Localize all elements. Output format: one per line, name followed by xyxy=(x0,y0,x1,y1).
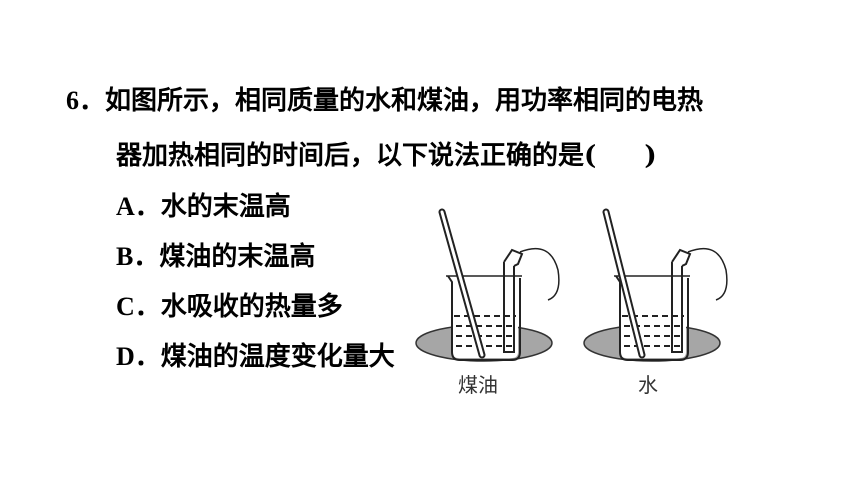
electric-heater xyxy=(503,247,560,353)
water-label: 水 xyxy=(638,373,658,397)
option-text: 水的末温高 xyxy=(160,192,291,222)
water-setup: 水 xyxy=(583,208,728,397)
electric-heater xyxy=(671,247,728,353)
liquid-dashes xyxy=(454,315,516,347)
option-text: 煤油的温度变化量大 xyxy=(160,342,395,372)
option-a[interactable]: A．水的末温高 xyxy=(116,192,291,222)
heating-experiment-figure: 煤油 水 xyxy=(415,208,728,397)
question-number-separator: ． xyxy=(79,86,106,116)
option-letter: A xyxy=(116,192,135,221)
option-separator: ． xyxy=(134,292,161,322)
option-d[interactable]: D．煤油的温度变化量大 xyxy=(116,342,395,372)
option-b[interactable]: B．煤油的末温高 xyxy=(116,242,316,272)
question-stem-line-1: 6．如图所示，相同质量的水和煤油，用功率相同的电热 xyxy=(66,86,704,116)
beaker xyxy=(615,275,689,361)
option-text: 煤油的末温高 xyxy=(159,242,316,272)
option-c[interactable]: C．水吸收的热量多 xyxy=(116,292,343,322)
question-stem-text-1: 如图所示，相同质量的水和煤油，用功率相同的电热 xyxy=(105,86,704,116)
question-stem-text-2: 器加热相同的时间后，以下说法正确的是( xyxy=(116,141,597,171)
option-separator: ． xyxy=(134,192,161,222)
option-letter: D xyxy=(116,342,135,371)
option-separator: ． xyxy=(133,242,160,272)
beaker xyxy=(447,275,521,361)
thermometer xyxy=(602,208,646,359)
question-stem-close-paren: ) xyxy=(644,141,657,171)
kerosene-setup: 煤油 xyxy=(415,208,560,397)
option-separator: ． xyxy=(134,342,161,372)
kerosene-label: 煤油 xyxy=(458,373,498,397)
option-letter: B xyxy=(116,242,134,271)
question-stem-line-2: 器加热相同的时间后，以下说法正确的是() xyxy=(116,143,657,169)
option-letter: C xyxy=(116,292,135,321)
option-text: 水吸收的热量多 xyxy=(160,292,343,322)
question-number: 6 xyxy=(66,86,79,115)
thermometer xyxy=(438,208,486,359)
